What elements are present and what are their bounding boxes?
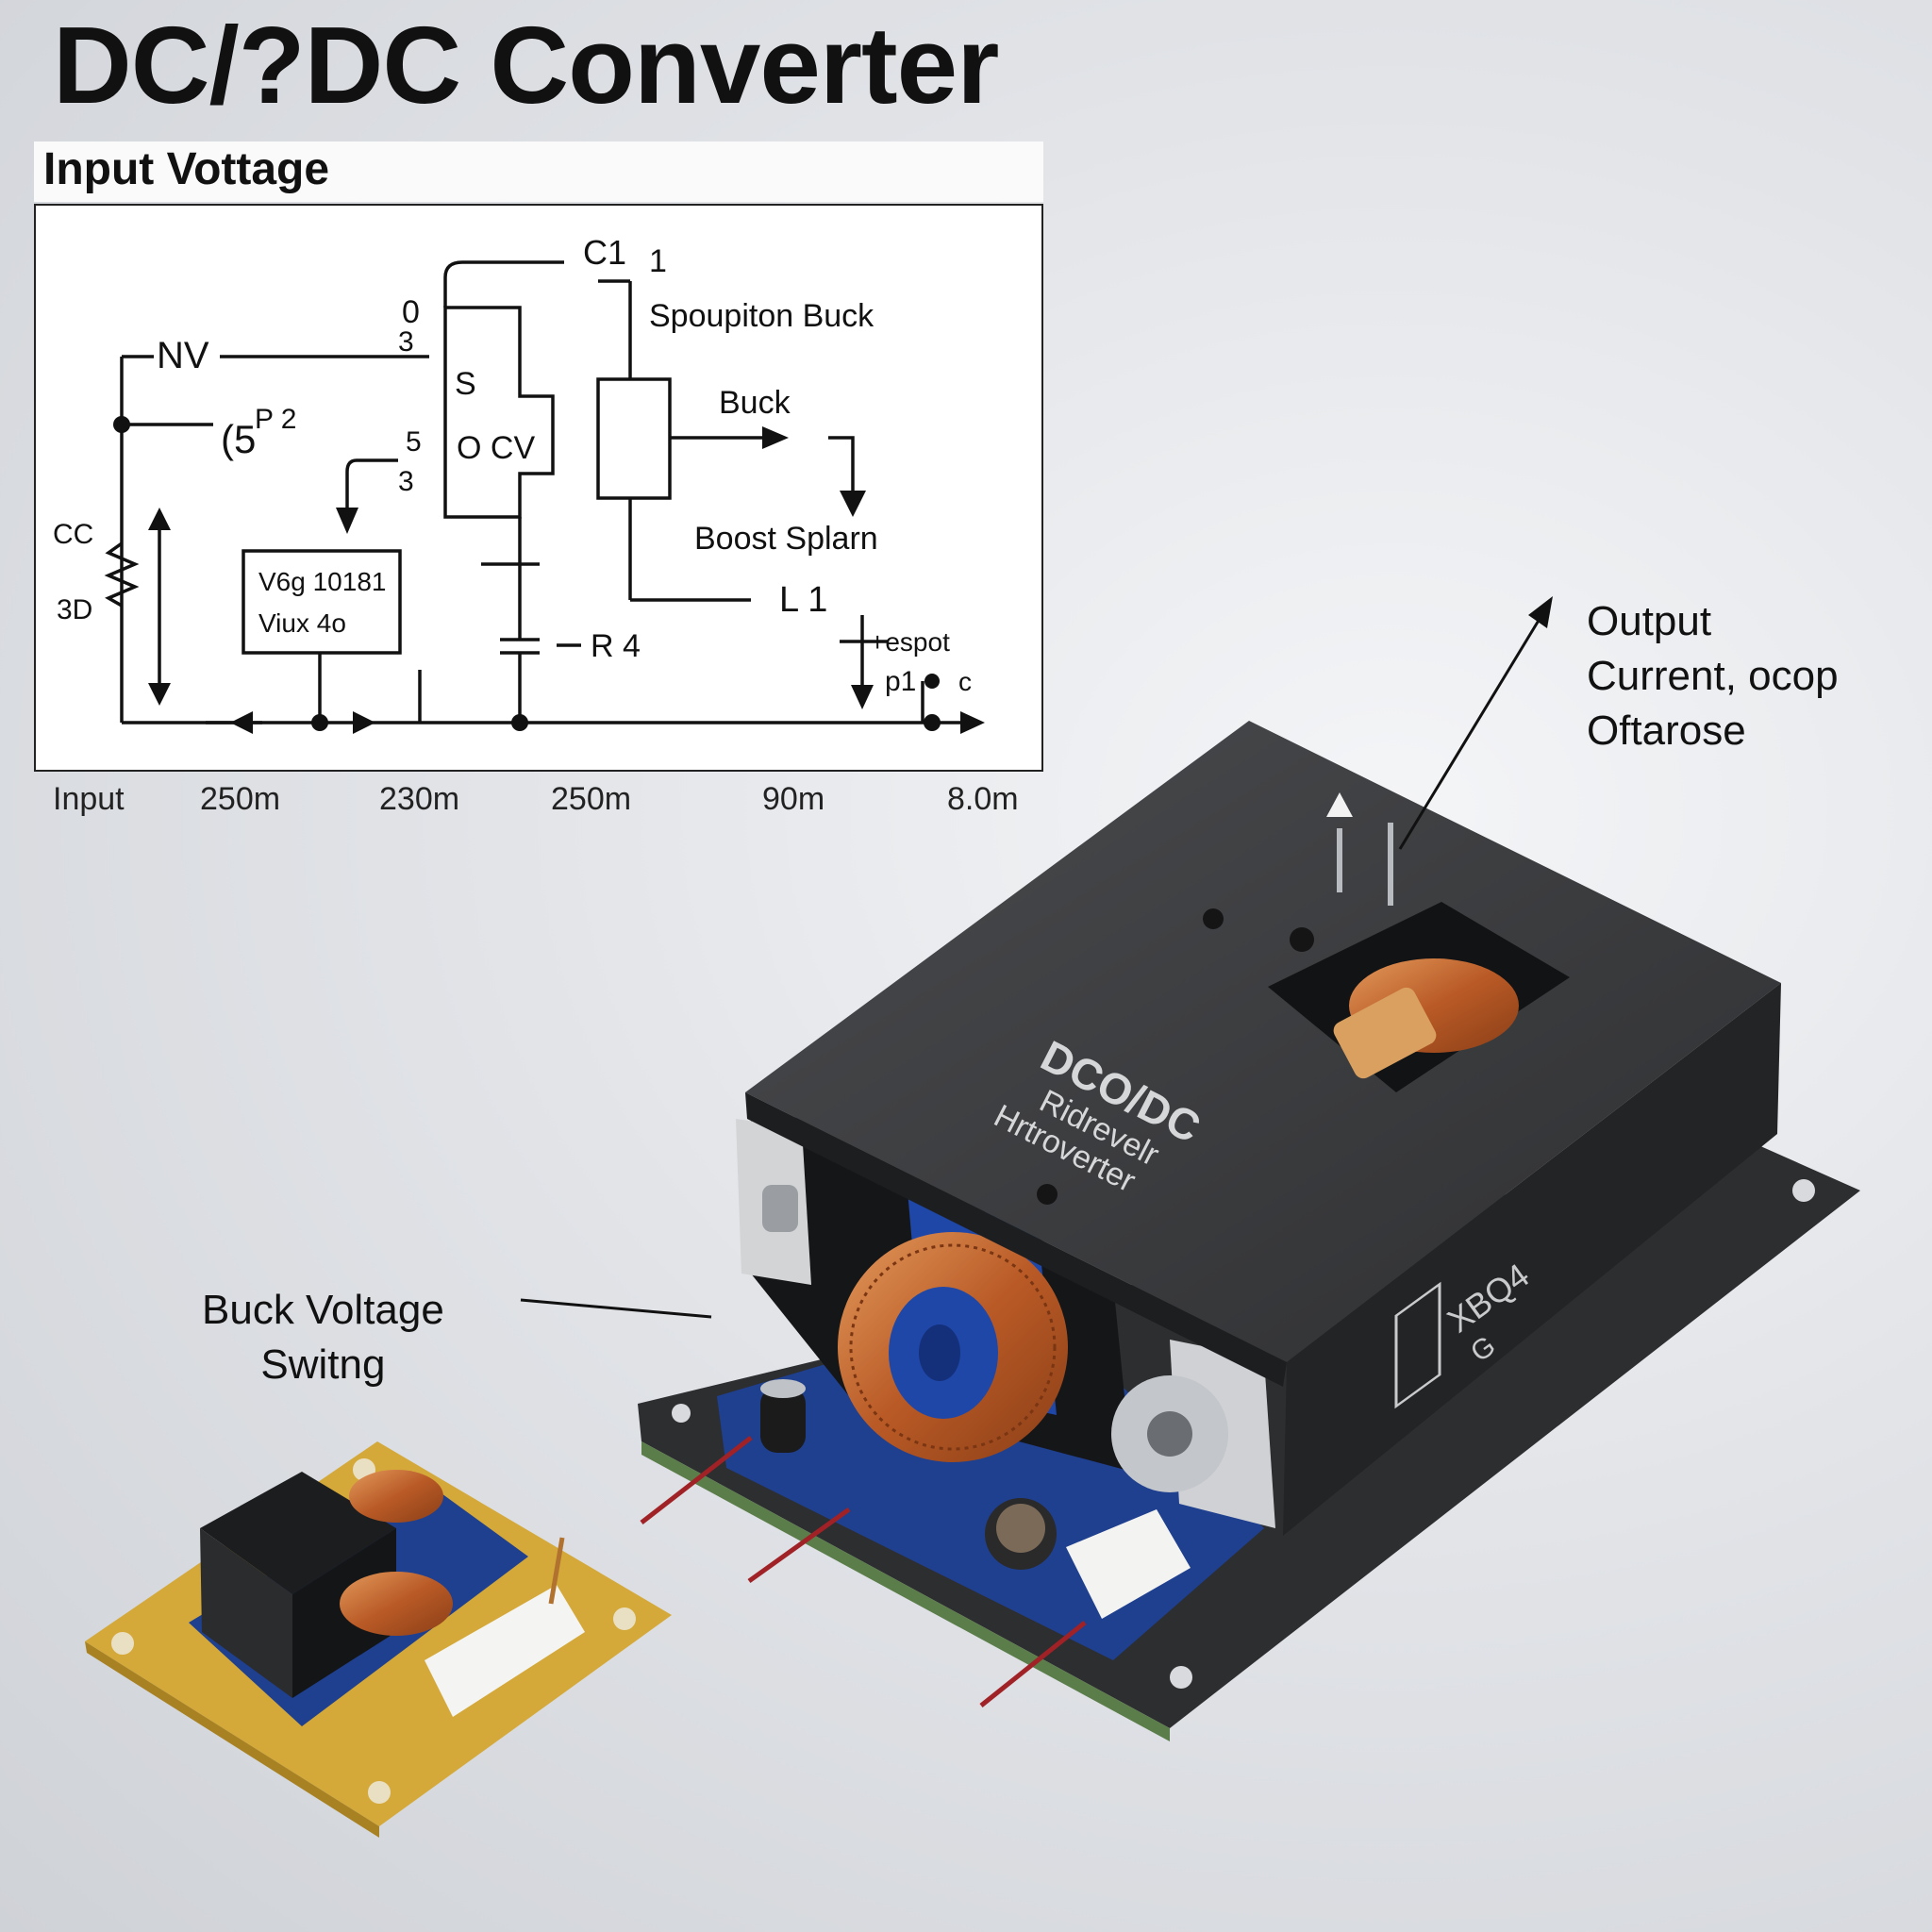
page-title: DC/?DC Converter [53, 4, 999, 126]
label-p2: P 2 [255, 404, 297, 435]
schematic-heading: Input Vottage [43, 144, 330, 194]
boost-wire [828, 436, 855, 498]
label-c1: C1 [583, 233, 626, 272]
lid-hole-2 [1290, 927, 1314, 952]
capacitor-top [760, 1379, 806, 1398]
small-board-hole-4 [368, 1781, 391, 1804]
label-separation-buck: Spoupiton Buck [649, 298, 874, 334]
junction-dot-cap [511, 714, 528, 731]
label-nv: NV [157, 335, 209, 376]
arrowhead-rail-end [960, 711, 985, 734]
regulator-block [242, 549, 402, 655]
buck-callout-line-1: Buck Voltage [202, 1287, 444, 1333]
output-callout: Output Current, ocop Oftarose [1587, 594, 1839, 758]
toroid-core-hole [919, 1324, 960, 1381]
label-three-b: 3 [398, 466, 414, 497]
lid-hole-3 [1037, 1184, 1058, 1205]
label-five-a: (5 [221, 417, 256, 461]
arrowhead-boost [840, 491, 866, 517]
junction-dot-output [924, 674, 940, 689]
schematic-heading-bar: Input Vottage [34, 142, 1043, 202]
output-callout-line-2: Current, ocop [1587, 653, 1839, 699]
arrowhead-down-left [336, 508, 358, 534]
scale-label-250m-a: 250m [200, 781, 281, 817]
mount-hole-front [1170, 1666, 1192, 1689]
capacitor-round-top [996, 1504, 1045, 1553]
lead-wire-3 [979, 1621, 1087, 1707]
schematic-panel: C1 1 NV 0 3 Spoupiton Buck S O CV P 2 (5… [34, 204, 1043, 772]
scale-label-250m-b: 250m [551, 781, 632, 817]
small-board-hole-3 [613, 1607, 636, 1630]
label-zero: 0 [402, 294, 420, 330]
small-board-transformer-a-side [200, 1528, 292, 1698]
arrowhead-rail-left [230, 711, 253, 734]
switch-top-wire [443, 260, 564, 308]
small-board-hole-1 [111, 1632, 134, 1655]
label-boost: Boost Splarn [694, 521, 878, 557]
label-o-cv: O CV [457, 430, 535, 466]
lead-wire-1 [640, 1436, 753, 1524]
small-board-transformer-a [200, 1472, 396, 1594]
regulator-label-line2: Viux 4o [258, 608, 346, 638]
small-board-lead [548, 1537, 565, 1605]
arrowhead-output [851, 685, 874, 709]
output-callout-line-3: Oftarose [1587, 708, 1746, 754]
buck-callout: Buck Voltage Switng [202, 1283, 444, 1392]
buck-callout-line [520, 1298, 712, 1319]
label-buck: Buck [719, 385, 791, 421]
left-connector-socket [762, 1185, 798, 1232]
capacitor-component [760, 1387, 806, 1453]
arrowhead-rail-right [353, 711, 375, 734]
output-callout-line [1398, 618, 1541, 850]
pin-arrow-icon [1326, 792, 1353, 817]
toroid-winding [849, 1243, 1057, 1451]
buck-callout-line-2: Switng [260, 1341, 386, 1388]
arrowhead-measure-down [148, 683, 171, 706]
arrowhead-measure-up [148, 508, 171, 530]
lid-hole-1 [1203, 908, 1224, 929]
scale-label-230m: 230m [379, 781, 460, 817]
label-s: S [455, 366, 476, 402]
module-base-edge [641, 1441, 1170, 1741]
label-3d: 3D [57, 594, 92, 625]
mount-hole-right [1792, 1179, 1815, 1202]
regulator-label-line1: V6g 10181 [258, 567, 386, 596]
label-c: c [958, 667, 972, 696]
label-r4: R 4 [591, 628, 641, 664]
scale-label-8m: 8.0m [947, 781, 1019, 817]
label-cc: CC [53, 519, 93, 550]
arrowhead-buck [762, 426, 789, 449]
right-connector-hole [1147, 1411, 1192, 1457]
feedback-wire [345, 458, 398, 517]
junction-dot [113, 416, 130, 433]
lid-window-bobbin [1333, 987, 1437, 1079]
label-l1: L 1 [779, 580, 827, 620]
output-callout-line-1: Output [1587, 598, 1712, 644]
scale-label-90m: 90m [762, 781, 825, 817]
small-board-edge [85, 1641, 379, 1838]
small-board-coil-1 [349, 1470, 443, 1523]
module-housing-front-lip [745, 1092, 1287, 1387]
switch-block [443, 306, 555, 519]
label-one: 1 [649, 243, 667, 279]
junction-dot-rail [924, 714, 941, 731]
junction-dot-regulator [311, 714, 328, 731]
small-board-coil-2 [340, 1572, 453, 1636]
label-espot: +espot [870, 627, 950, 657]
scale-label-input: Input [53, 781, 125, 817]
terminal-block-white [1066, 1509, 1191, 1619]
module-housing-lid [745, 721, 1781, 1362]
label-five-b: 5 [406, 426, 422, 458]
label-three-a: 3 [398, 326, 414, 358]
output-callout-arrowhead [1528, 596, 1553, 628]
circuit-schematic: C1 1 NV 0 3 Spoupiton Buck S O CV P 2 (5… [53, 233, 985, 734]
mount-hole-left [672, 1404, 691, 1423]
resistor-zigzag [104, 541, 140, 608]
arrowheads [113, 416, 985, 734]
small-board-terminal [425, 1585, 585, 1717]
label-p1: p1 [885, 666, 916, 697]
side-barcode-box [1394, 1281, 1441, 1409]
lead-wire-2 [747, 1507, 851, 1584]
